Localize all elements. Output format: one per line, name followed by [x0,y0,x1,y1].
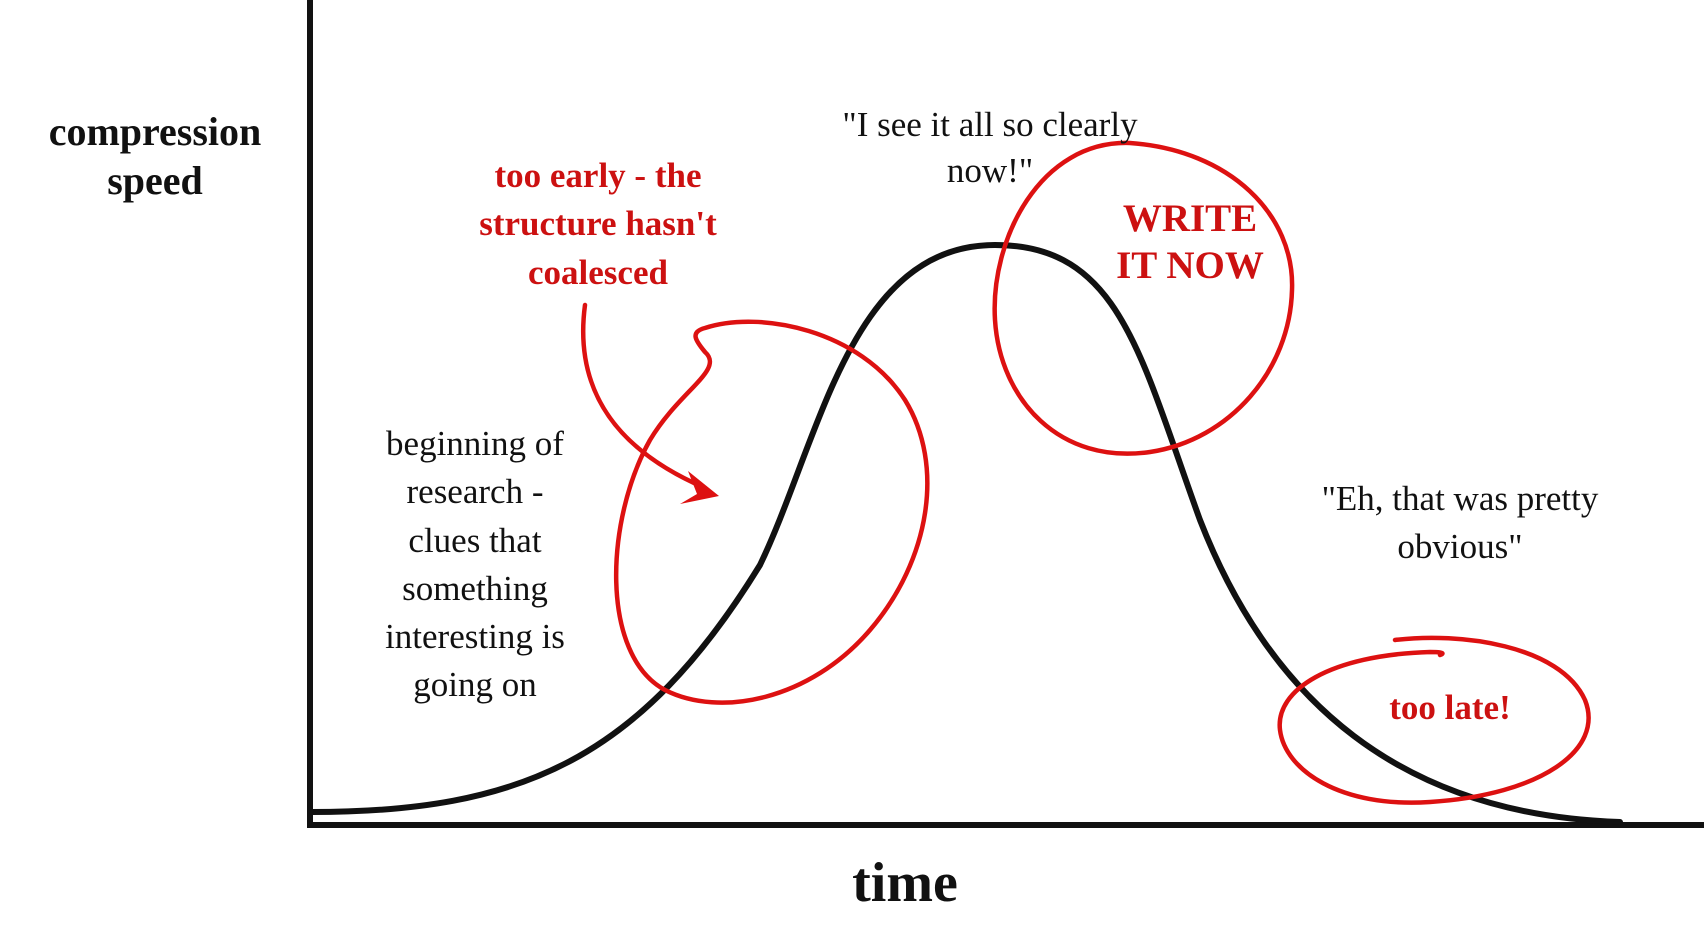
too-late-loop [1277,635,1591,805]
too-late-note: too late! [1389,688,1511,727]
too-early-arrowhead [680,471,719,504]
too-early-arrow [580,302,708,491]
too-early-loop [614,319,930,705]
write-it-now-circle [992,140,1295,456]
x-axis-label: time [852,852,958,914]
compression-curve [309,241,1623,825]
